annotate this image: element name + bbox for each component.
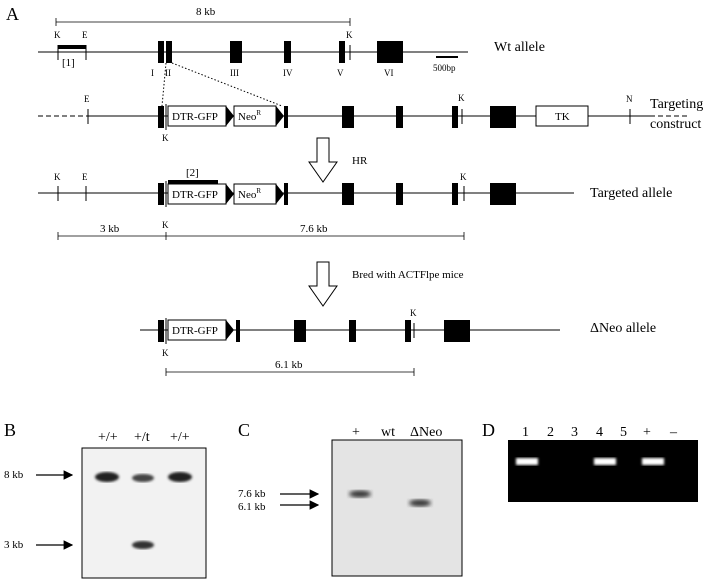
- lane-label: 4: [596, 425, 603, 440]
- band: [95, 472, 119, 482]
- lane-label: wt: [381, 425, 395, 440]
- panel-label-d: D: [482, 420, 495, 440]
- wt-span-label: 8 kb: [196, 6, 216, 18]
- neo-sup: R: [256, 187, 261, 195]
- marker-label: 8 kb: [4, 469, 24, 481]
- wt-allele-label: Wt allele: [494, 40, 545, 55]
- lane-label: 5: [620, 425, 627, 440]
- k-site-label: K: [54, 30, 61, 40]
- band: [642, 458, 664, 465]
- exon-1: [158, 41, 164, 63]
- scale-bar-label: 500bp: [433, 63, 456, 73]
- exon-6: [377, 41, 403, 63]
- k-site-label: K: [460, 172, 467, 182]
- k-site-label: K: [54, 172, 61, 182]
- bred-arrow: [308, 261, 338, 307]
- panel-label-c: C: [238, 420, 250, 440]
- exon-label: V: [337, 68, 344, 78]
- n-site-label: N: [626, 94, 633, 104]
- exon-label: VI: [384, 68, 394, 78]
- k-site-label: K: [162, 220, 169, 230]
- panel-label-b: B: [4, 420, 16, 440]
- k-site-label: K: [410, 308, 417, 318]
- bred-label: Bred with ACTFlpe mice: [352, 269, 464, 281]
- lane-label: 3: [571, 425, 578, 440]
- targeting-construct: E K DTR-GFP NeoR K TK N Targeting constr…: [38, 93, 703, 143]
- neo-label: Neo: [238, 189, 257, 201]
- dotted-guide: [161, 62, 167, 107]
- delta-neo-span-label: 6.1 kb: [275, 359, 303, 371]
- neo-sup: R: [256, 109, 261, 117]
- frt-site: [276, 106, 284, 126]
- construct-label: construct: [650, 117, 701, 132]
- e-site-label: E: [82, 30, 88, 40]
- lane-label: 2: [547, 425, 554, 440]
- exon-label: I: [151, 68, 154, 78]
- dtr-gfp-label: DTR-GFP: [172, 189, 218, 201]
- k-site-label: K: [346, 30, 353, 40]
- band: [349, 490, 371, 498]
- tk-label: TK: [555, 111, 570, 123]
- delta-neo-allele-label: ΔNeo allele: [590, 321, 656, 336]
- lane-label: +: [352, 425, 360, 440]
- lane-label: +/+: [170, 430, 190, 445]
- hr-arrow: [308, 137, 338, 183]
- frt-site: [226, 106, 234, 126]
- dtr-gfp-label: DTR-GFP: [172, 325, 218, 337]
- k-site-label: K: [162, 133, 169, 143]
- targeted-allele-label: Targeted allele: [590, 186, 672, 201]
- dotted-guide: [171, 62, 283, 107]
- band: [132, 541, 154, 549]
- e-site-label: E: [82, 172, 88, 182]
- probe1-bar: [58, 45, 86, 49]
- k-site-label: K: [162, 348, 169, 358]
- exon-label: II: [165, 68, 171, 78]
- marker-label: 6.1 kb: [238, 501, 266, 513]
- tk-cassette: [535, 105, 589, 127]
- marker-label: 3 kb: [4, 539, 24, 551]
- svg-text:NeoR: NeoR: [238, 109, 261, 123]
- dtr-gfp-label: DTR-GFP: [172, 111, 218, 123]
- targeted-left-span-label: 3 kb: [100, 223, 120, 235]
- band: [409, 499, 431, 507]
- band: [594, 458, 616, 465]
- exon-label: IV: [283, 68, 293, 78]
- targeted-right-span-label: 7.6 kb: [300, 223, 328, 235]
- lane-label: +/+: [98, 430, 118, 445]
- exon-4: [284, 41, 291, 63]
- probe2-bar: [168, 180, 218, 184]
- exon-5: [339, 41, 345, 63]
- hr-label: HR: [352, 155, 368, 167]
- svg-text:NeoR: NeoR: [238, 187, 261, 201]
- band: [132, 474, 154, 482]
- delta-neo-allele: K DTR-GFP K ΔNeo allele 6.1 kb: [140, 308, 656, 376]
- k-site-label: K: [458, 93, 465, 103]
- exon-3: [230, 41, 242, 63]
- lane-label: ΔNeo: [410, 425, 442, 440]
- marker-label: 7.6 kb: [238, 488, 266, 500]
- e-site-label: E: [84, 94, 90, 104]
- band: [516, 458, 538, 465]
- neo-label: Neo: [238, 111, 257, 123]
- targeted-allele: K E [2] DTR-GFP NeoR K Targeted allele K…: [38, 167, 672, 240]
- gel-d: 1 2 3 4 5 + –: [508, 425, 698, 502]
- wt-allele: 8 kb K E [1] K I II III IV V VI 500bp Wt…: [38, 6, 545, 78]
- blot-c: + wt ΔNeo 7.6 kb 6.1 kb: [238, 425, 463, 577]
- lane-label: –: [669, 425, 678, 440]
- probe1-label: [1]: [62, 57, 75, 69]
- lane-label: +/t: [134, 430, 150, 445]
- exon-2: [166, 41, 172, 63]
- lane-label: +: [643, 425, 651, 440]
- band: [168, 472, 192, 482]
- targeting-label: Targeting: [650, 97, 703, 112]
- blot-b: +/+ +/t +/+ 8 kb 3 kb: [4, 430, 207, 579]
- exon-label: III: [230, 68, 239, 78]
- lane-label: 1: [522, 425, 529, 440]
- panel-label-a: A: [6, 4, 19, 24]
- exon-1: [158, 106, 164, 128]
- probe2-label: [2]: [186, 167, 199, 179]
